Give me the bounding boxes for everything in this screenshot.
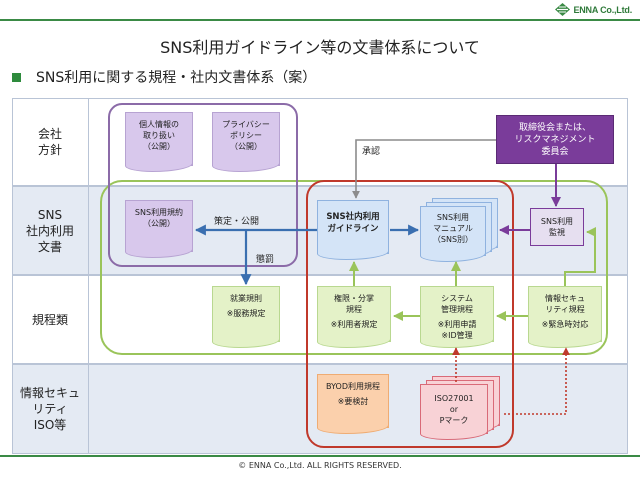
doc-byod-rules-title: BYOD利用規程 xyxy=(326,382,380,391)
doc-authority-rules-title: 権限・分掌 規程 xyxy=(334,294,374,314)
doc-personal-info-sub: （公開） xyxy=(143,142,175,151)
enna-logo-mark-icon xyxy=(555,3,571,16)
doc-system-rules-sub: ※利用申請 ※ID管理 xyxy=(437,320,477,340)
doc-sns-guideline-title: SNS社内利用 ガイドライン xyxy=(326,212,380,234)
doc-personal-info: 個人情報の 取り扱い （公開） xyxy=(125,112,193,172)
arrow-infosec-to-monitor xyxy=(564,227,596,286)
doc-system-rules: システム 管理規程 ※利用申請 ※ID管理 xyxy=(420,286,494,348)
doc-system-rules-title: システム 管理規程 xyxy=(441,294,473,314)
doc-sns-manual: SNS利用 マニュアル （SNS別） xyxy=(420,206,486,262)
doc-privacy-policy-title: プライバシー ポリシー xyxy=(222,120,270,140)
doc-byod-rules: BYOD利用規程 ※要検討 xyxy=(317,374,389,434)
arrow-iso-to-infosec xyxy=(504,347,570,415)
doc-sns-rules: SNS利用規約 （公開） xyxy=(125,200,193,258)
footer-rule xyxy=(0,455,640,457)
sns-monitoring-box: SNS利用 監視 xyxy=(530,208,584,246)
doc-personal-info-title: 個人情報の 取り扱い xyxy=(139,120,179,140)
doc-work-rules-sub: ※服務規定 xyxy=(226,309,266,318)
section-title: SNS利用に関する規程・社内文書体系（案） xyxy=(36,70,317,86)
board-or-risk-committee: 取締役会または、 リスクマネジメント 委員会 xyxy=(496,115,614,164)
doc-work-rules: 就業規則 ※服務規定 xyxy=(212,286,280,348)
public-docs-ring xyxy=(108,103,298,267)
logo-text: ENNA Co.,Ltd. xyxy=(573,4,632,15)
doc-iso-title: ISO27001 or Pマーク xyxy=(434,393,474,425)
doc-byod-rules-sub: ※要検討 xyxy=(337,397,369,406)
doc-iso-stack: ISO27001 or Pマーク xyxy=(420,376,504,440)
doc-work-rules-title: 就業規則 xyxy=(230,294,262,303)
doc-authority-rules-sub: ※利用者規定 xyxy=(330,320,378,329)
doc-authority-rules: 権限・分掌 規程 ※利用者規定 xyxy=(317,286,391,348)
doc-sns-manual-stack: SNS利用 マニュアル （SNS別） xyxy=(420,198,500,262)
doc-sns-guideline: SNS社内利用 ガイドライン xyxy=(317,200,389,260)
doc-privacy-policy-sub: （公開） xyxy=(230,142,262,151)
page-title: SNS利用ガイドライン等の文書体系について xyxy=(160,38,480,57)
label-approval: 承認 xyxy=(362,147,381,157)
company-logo: ENNA Co.,Ltd. xyxy=(555,3,632,16)
doc-iso: ISO27001 or Pマーク xyxy=(420,384,488,440)
band-label-infosec-iso: 情報セキュ リティ ISO等 xyxy=(19,386,80,432)
label-establish-publish: 策定・公開 xyxy=(214,217,260,227)
header-rule xyxy=(0,19,640,21)
footer-copyright: © ENNA Co.,Ltd. ALL RIGHTS RESERVED. xyxy=(238,461,402,470)
band-label-sns-internal: SNS 社内利用 文書 xyxy=(25,207,74,254)
section-bullet-icon xyxy=(12,73,21,82)
band-label-regulations: 規程類 xyxy=(31,312,68,327)
doc-sns-rules-title: SNS利用規約 xyxy=(134,208,184,217)
doc-privacy-policy: プライバシー ポリシー （公開） xyxy=(212,112,280,172)
arrow-board-approval xyxy=(352,139,496,199)
core-docs-ring xyxy=(306,180,514,448)
doc-sns-rules-sub: （公開） xyxy=(143,219,175,228)
doc-infosec-rules-sub: ※緊急時対応 xyxy=(541,320,589,329)
band-label-company-policy: 会社 方針 xyxy=(37,127,62,157)
label-discipline: 懲罰 xyxy=(256,255,275,265)
band-regulations xyxy=(12,275,628,364)
doc-sns-manual-title: SNS利用 マニュアル （SNS別） xyxy=(432,213,474,244)
band-label-separator xyxy=(88,98,89,454)
doc-infosec-rules-title: 情報セキュ リティ規程 xyxy=(545,294,585,314)
